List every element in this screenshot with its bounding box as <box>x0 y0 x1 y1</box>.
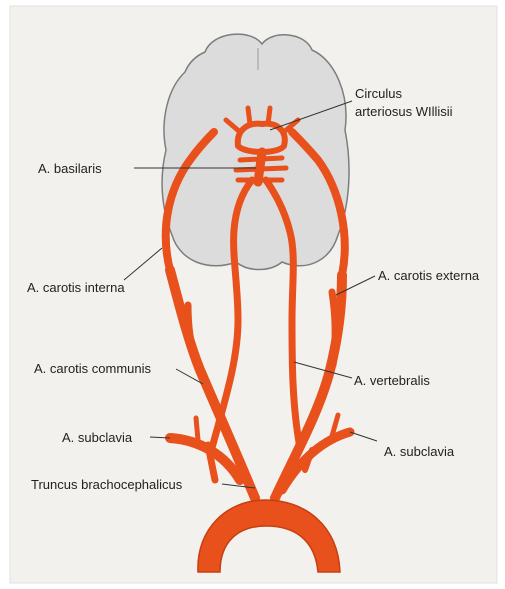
label-carotis-interna: A. carotis interna <box>27 280 125 296</box>
label-basilaris: A. basilaris <box>38 161 102 177</box>
basilaris-branch-1 <box>240 158 282 160</box>
label-subclavia-right: A. subclavia <box>384 444 454 460</box>
circulus-anterior-left <box>248 108 250 124</box>
subclavia-left-twig <box>196 418 198 440</box>
carotis-externa-right <box>332 292 335 365</box>
label-circulus-line1: Circulus <box>355 86 402 102</box>
circulus-anterior-right <box>268 108 270 124</box>
label-carotis-communis: A. carotis communis <box>34 361 151 377</box>
label-carotis-externa: A. carotis externa <box>378 268 479 284</box>
label-truncus: Truncus brachocephalicus <box>31 477 182 493</box>
label-vertebralis: A. vertebralis <box>354 373 430 389</box>
label-circulus-line2: arteriosus WIllisii <box>355 104 453 120</box>
label-subclavia-left: A. subclavia <box>62 430 132 446</box>
